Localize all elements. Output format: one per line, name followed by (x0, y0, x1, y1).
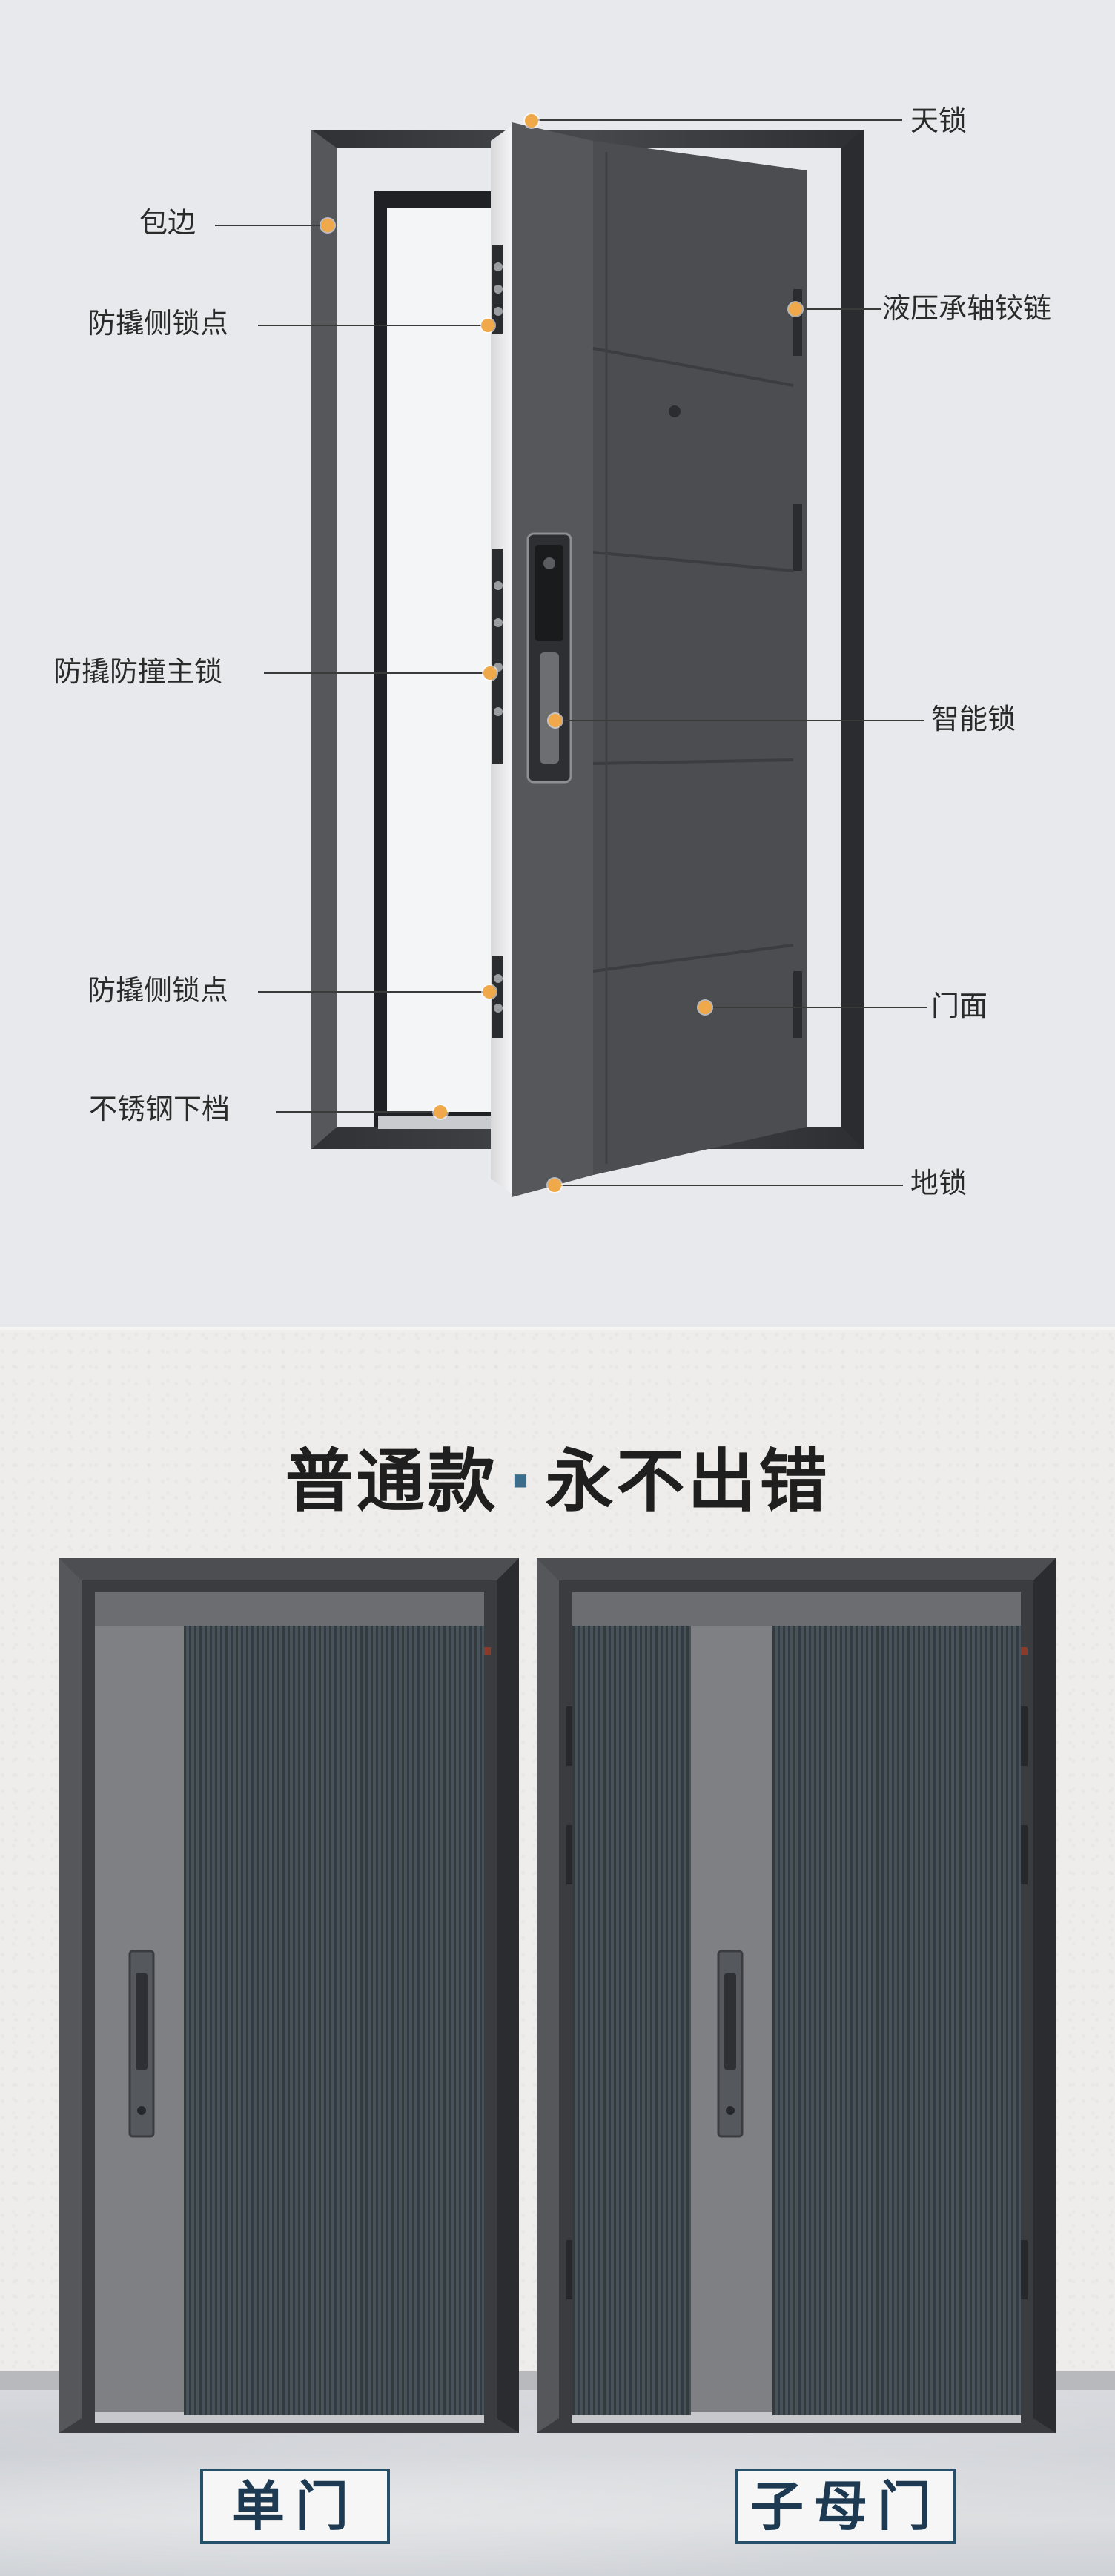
leader-line (258, 325, 488, 326)
caption-double-door: 子母门 (735, 2469, 956, 2544)
headline: 普通款·永不出错 (0, 1426, 1115, 1525)
leader-line (276, 1111, 440, 1113)
single-door-panel (184, 1626, 484, 2415)
double-door-main-leaf (772, 1626, 1021, 2415)
caption-single-door: 单门 (200, 2469, 390, 2544)
label-smart-lock: 智能锁 (931, 704, 1016, 735)
headline-separator: · (507, 1442, 537, 1521)
label-side-lock-upper: 防撬侧锁点 (87, 308, 229, 340)
door-edge (491, 126, 512, 1193)
leader-line (215, 225, 328, 226)
label-top-lock: 天锁 (910, 106, 967, 137)
door-showcase: 普通款·永不出错 (0, 1330, 1115, 2576)
callout-dot (434, 1105, 447, 1119)
leader-line (795, 308, 881, 310)
leader-line (555, 1185, 903, 1186)
leader-line (532, 119, 902, 121)
callout-dot (549, 714, 562, 727)
callout-dot (525, 114, 538, 128)
label-side-lock-lower: 防撬侧锁点 (87, 976, 229, 1007)
callout-dot (789, 302, 802, 316)
callout-dot (698, 1001, 712, 1014)
callout-dot (481, 319, 494, 332)
callout-dot (321, 219, 334, 232)
smart-lock-body (526, 532, 572, 784)
leader-line (264, 672, 490, 674)
label-door-face: 门面 (931, 991, 988, 1022)
callout-dot (483, 985, 496, 999)
door-leaf (512, 122, 807, 1197)
label-main-lock: 防撬防撞主锁 (53, 657, 223, 688)
headline-right: 永不出错 (545, 1442, 830, 1521)
double-door-small-leaf (572, 1626, 691, 2415)
exploded-door-illustration (311, 122, 864, 1197)
label-floor-lock: 地锁 (910, 1168, 967, 1199)
callout-dot (483, 666, 497, 680)
leader-line (705, 1007, 927, 1008)
door-structure-diagram: 天锁 包边 防撬侧锁点 液压承轴铰链 防撬防撞主锁 智能锁 防撬侧锁点 门面 不… (53, 106, 1052, 1199)
leader-line (258, 991, 489, 993)
label-threshold: 不锈钢下档 (89, 1094, 231, 1125)
headline-left: 普通款 (285, 1442, 499, 1521)
label-hinge: 液压承轴铰链 (882, 294, 1052, 325)
leader-line (555, 720, 924, 721)
label-wrap-edge: 包边 (139, 208, 196, 239)
section-divider (0, 1327, 1115, 1330)
frame-opening (374, 191, 493, 1129)
callout-dot (548, 1179, 561, 1192)
